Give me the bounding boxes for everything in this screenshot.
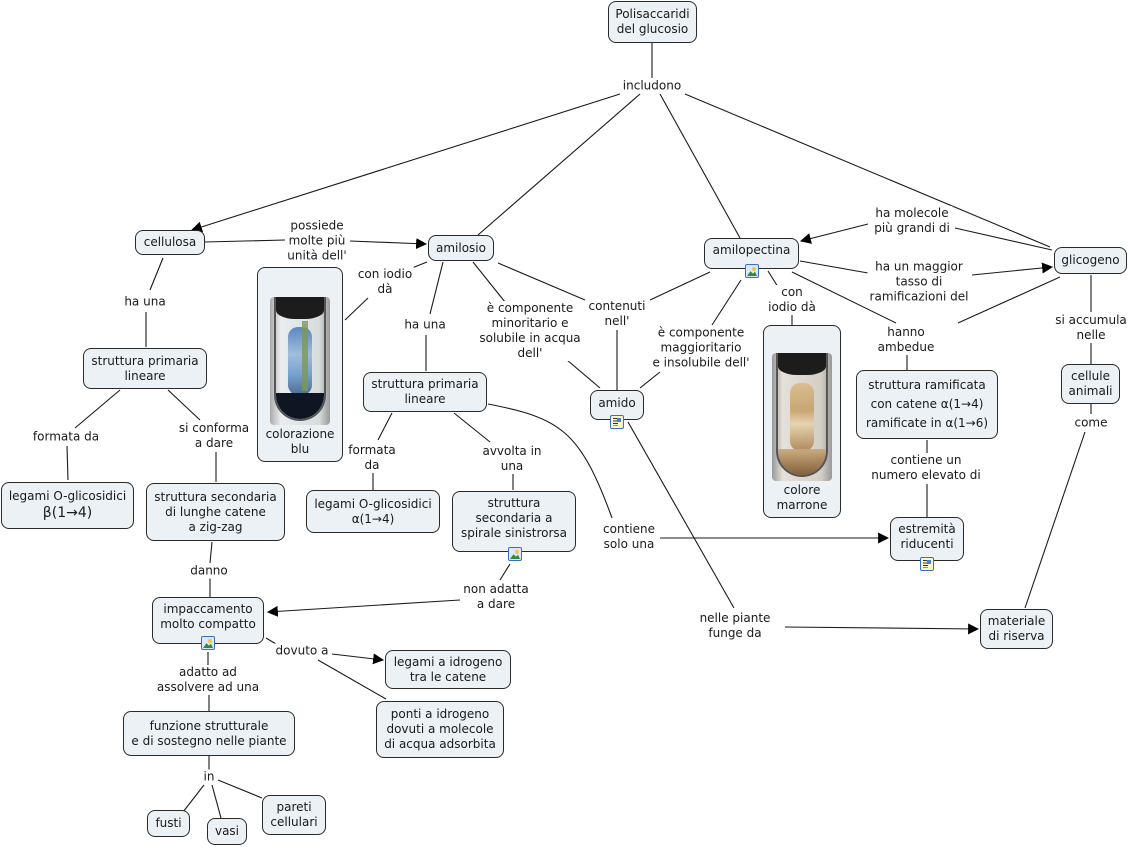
concept-struttura-ramificata[interactable]: struttura ramificata con catene α(1→4) r… — [856, 370, 998, 439]
concept-cellulosa-legami[interactable]: legami O-glicosidici β(1→4) — [1, 482, 134, 529]
link-label-includono: includono — [620, 78, 684, 94]
link-nelle-piante-materiale — [784, 623, 980, 635]
link-includono-glicogeno — [684, 93, 1051, 248]
concept-amido[interactable]: amido — [590, 390, 644, 429]
image-icon[interactable] — [508, 547, 522, 561]
concept-colorazione-blu[interactable]: colorazione blu — [257, 267, 343, 462]
link-possiede-amilosio — [349, 238, 428, 250]
concept-amilosio-struttura-secondaria[interactable]: struttura secondaria a spirale sinistror… — [452, 491, 576, 561]
concept-cellule-animali[interactable]: cellule animali — [1061, 364, 1120, 404]
concept-cellulosa-struttura-secondaria[interactable]: struttura secondaria di lunghe catene a … — [146, 483, 285, 541]
concept-vasi[interactable]: vasi — [207, 818, 247, 845]
image-icon[interactable] — [745, 264, 759, 278]
concept-cellulosa-struttura-primaria[interactable]: struttura primaria lineare — [83, 348, 207, 389]
concept-impaccamento[interactable]: impaccamento molto compatto — [152, 597, 264, 650]
concept-pareti-cellulari[interactable]: pareti cellulari — [262, 795, 326, 835]
link-includono-cellulosa — [190, 93, 621, 233]
concept-amilosio-legami[interactable]: legami O-glicosidici α(1→4) — [306, 490, 440, 533]
link-includono-amilopectina — [659, 93, 741, 239]
concept-fusti[interactable]: fusti — [147, 810, 190, 837]
concept-cellulosa[interactable]: cellulosa — [135, 230, 205, 255]
concept-root[interactable]: Polisaccaridi del glucosio — [608, 1, 697, 43]
concept-colore-marrone[interactable]: colore marrone — [763, 325, 841, 518]
concept-estremita-riducenti[interactable]: estremità riducenti — [890, 517, 964, 571]
concept-amilosio-struttura-primaria[interactable]: struttura primaria lineare — [363, 372, 487, 412]
link-label-dovuto-a: dovuto a — [273, 643, 331, 659]
document-icon[interactable] — [920, 557, 934, 571]
link-label-amilosio-ha-una: ha una — [402, 317, 448, 333]
link-includono-amilosio — [477, 93, 641, 236]
link-maggior-tasso-glicogeno — [971, 262, 1054, 276]
link-label-danno: danno — [188, 563, 230, 579]
image-icon[interactable] — [201, 636, 215, 650]
concept-materiale-riserva[interactable]: materiale di riserva — [980, 609, 1053, 649]
link-label-cellulosa-ha-una: ha una — [122, 294, 168, 310]
brown-test-tube-image — [772, 353, 832, 481]
link-label-come: come — [1072, 415, 1110, 431]
link-ha-molecole-amilopectina — [799, 223, 869, 244]
concept-amilopectina[interactable]: amilopectina — [704, 238, 799, 278]
concept-glicogeno[interactable]: glicogeno — [1054, 247, 1127, 274]
link-dovuto-a-legami — [331, 653, 385, 665]
concept-amilosio[interactable]: amilosio — [428, 235, 494, 261]
blue-test-tube-image — [270, 297, 330, 425]
concept-funzione[interactable]: funzione strutturale e di sostegno nelle… — [123, 711, 295, 756]
concept-legami-idrogeno[interactable]: legami a idrogeno tra le catene — [385, 650, 511, 689]
link-non-adatta-impaccamento — [266, 599, 461, 617]
document-icon[interactable] — [610, 415, 624, 429]
concept-ponti-idrogeno[interactable]: ponti a idrogeno dovuti a molecole di ac… — [376, 701, 504, 758]
link-label-in: in — [201, 769, 217, 785]
link-label-cellulosa-formata-da: formata da — [30, 429, 102, 445]
